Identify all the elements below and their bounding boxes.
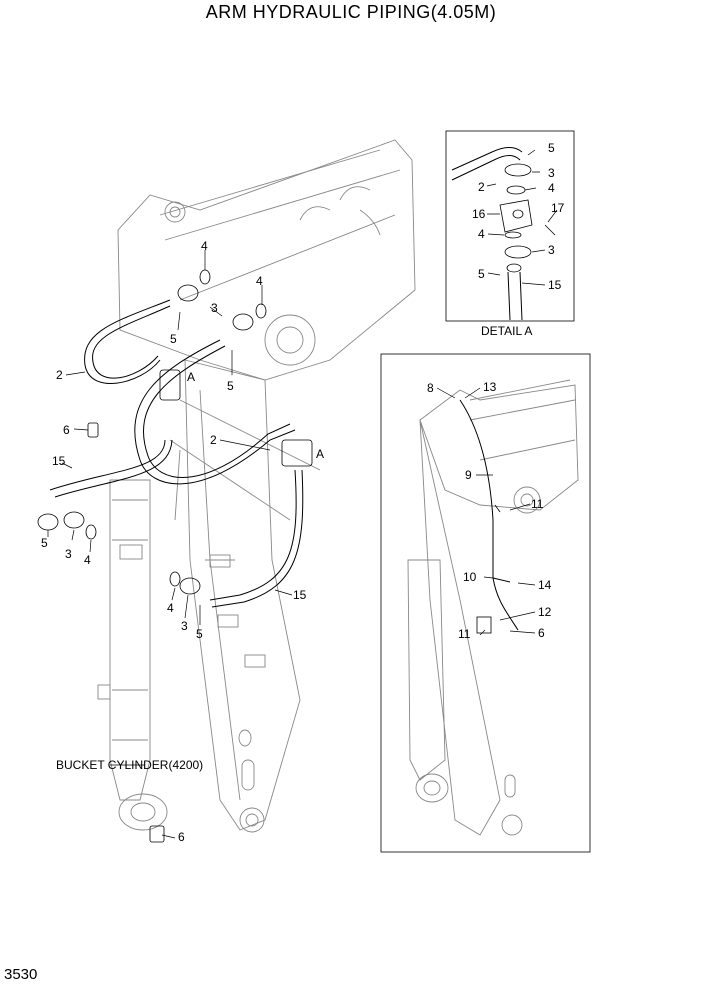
bucket-cylinder xyxy=(97,479,168,831)
part-label: 16 xyxy=(472,207,486,221)
part-label: 3 xyxy=(181,619,188,633)
part-label: 11 xyxy=(458,627,471,641)
part-label: 3 xyxy=(548,243,555,257)
part-label: 3 xyxy=(211,301,218,315)
fittings-main xyxy=(37,269,313,843)
part-label: 4 xyxy=(167,601,174,615)
main-view-labels: A A 4 4 3 5 2 5 6 2 15 5 3 4 4 3 5 15 6 … xyxy=(41,239,324,844)
diagram-title: ARM HYDRAULIC PIPING(4.05M) xyxy=(205,2,497,22)
part-label: 3 xyxy=(548,166,555,180)
hose-15-left xyxy=(49,439,173,498)
part-label: 6 xyxy=(63,423,70,437)
boom-outline xyxy=(117,139,416,381)
part-label: 5 xyxy=(170,332,177,346)
leader-lines-main xyxy=(47,250,293,839)
part-label: 14 xyxy=(538,578,552,592)
part-label: 11 xyxy=(531,497,544,511)
view-mark-a-2: A xyxy=(316,447,324,461)
part-label: 8 xyxy=(427,381,434,395)
part-label: 13 xyxy=(483,380,497,394)
part-label: 15 xyxy=(548,278,562,292)
hose-15-right xyxy=(209,469,304,608)
detail-a-caption: DETAIL A xyxy=(481,324,532,338)
part-label: 6 xyxy=(178,830,185,844)
arm-outline xyxy=(169,359,321,833)
part-label: 6 xyxy=(538,626,545,640)
part-label: 15 xyxy=(293,588,307,602)
page-number: 3530 xyxy=(4,966,38,983)
part-label: 9 xyxy=(465,468,472,482)
part-label: 3 xyxy=(65,547,72,561)
part-label: 15 xyxy=(52,454,66,468)
part-label: 17 xyxy=(551,201,565,215)
detail-a-panel: 5 3 2 4 16 17 4 3 5 15 DETAIL A xyxy=(445,130,575,338)
part-label: 2 xyxy=(56,368,63,382)
view-mark-a-1: A xyxy=(187,370,195,384)
part-label: 5 xyxy=(41,536,48,550)
part-label: 2 xyxy=(478,180,485,194)
part-label: 2 xyxy=(210,433,217,447)
part-label: 4 xyxy=(201,239,208,253)
part-label: 4 xyxy=(256,274,263,288)
part-label: 5 xyxy=(478,267,485,281)
part-label: 10 xyxy=(463,570,477,584)
part-label: 4 xyxy=(84,553,91,567)
hose-2-left xyxy=(84,299,171,384)
secondary-view-panel: 8 13 9 11 10 14 12 11 6 xyxy=(380,353,591,853)
part-label: 12 xyxy=(538,605,552,619)
part-label: 4 xyxy=(478,227,485,241)
bucket-cylinder-label: BUCKET CYLINDER(4200) xyxy=(56,758,203,772)
part-label: 4 xyxy=(548,181,555,195)
part-label: 5 xyxy=(548,141,555,155)
part-label: 5 xyxy=(227,379,234,393)
part-label: 5 xyxy=(196,627,203,641)
